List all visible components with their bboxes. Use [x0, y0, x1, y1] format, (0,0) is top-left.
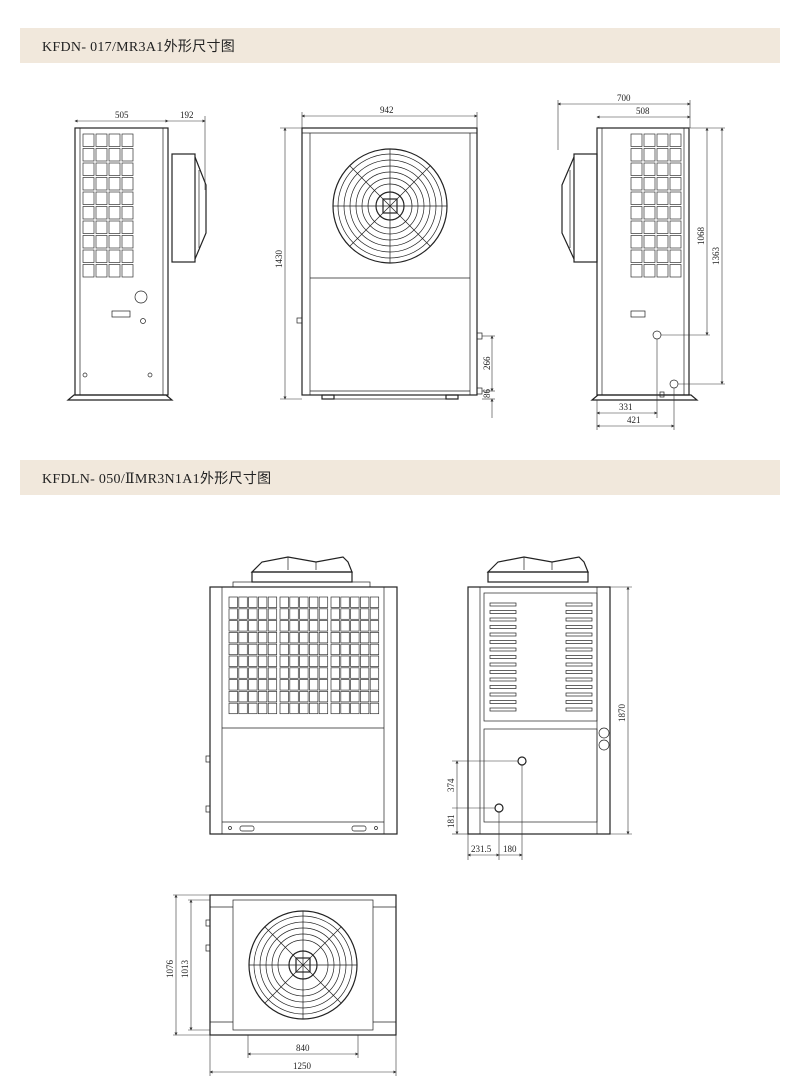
section-1-title: KFDN- 017/MR3A1外形尺寸图 — [42, 40, 236, 55]
front-view: 942 1430 266 86 — [274, 105, 495, 418]
side-view-right: 700 508 1068 1363 331 421 — [557, 93, 725, 430]
dim-421: 421 — [627, 415, 641, 425]
dim-231-5: 231.5 — [471, 844, 492, 854]
dim-86: 86 — [482, 389, 492, 399]
dim-1068: 1068 — [696, 227, 706, 246]
louver-slots — [489, 602, 593, 712]
section-1-banner: KFDN- 017/MR3A1外形尺寸图 — [20, 28, 780, 63]
dim-1870: 1870 — [617, 704, 627, 723]
coil-grid-unit-2 — [228, 596, 380, 715]
fan-front — [332, 148, 448, 264]
dim-331: 331 — [619, 402, 633, 412]
dim-1013: 1013 — [180, 960, 190, 979]
unit-2-top-view: 1076 1013 840 1250 — [165, 894, 397, 1076]
fan-top — [248, 910, 358, 1020]
dim-1430: 1430 — [274, 250, 284, 269]
dim-508: 508 — [636, 106, 650, 116]
dim-1250: 1250 — [293, 1061, 312, 1071]
dim-266: 266 — [482, 356, 492, 370]
side-view-left: 505 192 — [66, 110, 207, 401]
dim-1363: 1363 — [711, 247, 721, 266]
dim-181: 181 — [446, 815, 456, 829]
coil-grid-right — [630, 133, 682, 278]
dim-505: 505 — [115, 110, 129, 120]
dim-180: 180 — [503, 844, 517, 854]
dim-840: 840 — [296, 1043, 310, 1053]
section-2-title: KFDLN- 050/ⅡMR3N1A1外形尺寸图 — [42, 472, 272, 487]
dim-700: 700 — [617, 93, 631, 103]
dim-942: 942 — [380, 105, 394, 115]
dim-192: 192 — [180, 110, 194, 120]
unit-2-front-view — [205, 556, 398, 835]
dim-374: 374 — [446, 778, 456, 792]
unit-2-side-view: 1870 374 181 231.5 180 — [446, 556, 632, 860]
section-2-banner: KFDLN- 050/ⅡMR3N1A1外形尺寸图 — [20, 460, 780, 495]
coil-grid-left — [82, 133, 134, 278]
dim-1076: 1076 — [165, 960, 175, 979]
